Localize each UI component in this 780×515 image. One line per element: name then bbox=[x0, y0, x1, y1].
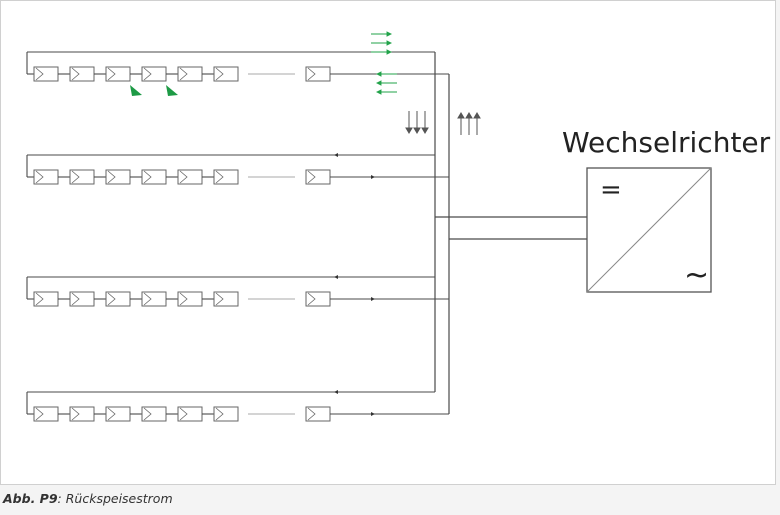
current-arrow-right bbox=[371, 297, 375, 301]
module-diode-mark bbox=[71, 67, 80, 81]
pv-module bbox=[213, 169, 239, 185]
module-diode-mark bbox=[143, 292, 152, 306]
ac-symbol: ~ bbox=[684, 258, 709, 293]
inverter-diagonal bbox=[586, 167, 712, 293]
module-diode-mark bbox=[179, 67, 188, 81]
pv-diagram: Wechselrichter = ~ bbox=[26, 31, 771, 422]
pv-module bbox=[213, 291, 239, 307]
dc-symbol: = bbox=[600, 175, 622, 205]
module-diode-mark bbox=[35, 170, 44, 184]
module-diode-mark bbox=[71, 407, 80, 421]
up-arrows bbox=[457, 112, 481, 135]
module-diode-mark bbox=[215, 67, 224, 81]
current-arrow-left bbox=[334, 275, 338, 279]
current-arrow-left bbox=[334, 153, 338, 157]
figure-frame: Wechselrichter = ~ bbox=[0, 0, 776, 485]
module-diode-mark bbox=[143, 67, 152, 81]
module-diode-mark bbox=[107, 170, 116, 184]
module-diode-mark bbox=[35, 407, 44, 421]
module-diode-mark bbox=[35, 67, 44, 81]
pv-module bbox=[213, 66, 239, 82]
module-diode-mark bbox=[215, 407, 224, 421]
caption-separator: : bbox=[57, 491, 66, 506]
module-diode-mark bbox=[307, 407, 316, 421]
current-arrow-right bbox=[371, 175, 375, 179]
pv-module bbox=[213, 406, 239, 422]
module-diode-mark bbox=[179, 170, 188, 184]
module-diode-mark bbox=[179, 407, 188, 421]
module-diode-mark bbox=[71, 292, 80, 306]
bypass-diode-indicators bbox=[130, 85, 178, 96]
module-diode-mark bbox=[307, 170, 316, 184]
module-diode-mark bbox=[71, 170, 80, 184]
module-diode-mark bbox=[307, 292, 316, 306]
module-diode-mark bbox=[107, 407, 116, 421]
down-arrows bbox=[405, 111, 429, 134]
current-arrow-right bbox=[371, 412, 375, 416]
inverter: Wechselrichter = ~ bbox=[562, 126, 771, 293]
caption-text: Rückspeisestrom bbox=[65, 491, 173, 506]
module-diode-mark bbox=[215, 292, 224, 306]
module-diode-mark bbox=[107, 292, 116, 306]
module-diode-mark bbox=[179, 292, 188, 306]
inverter-title: Wechselrichter bbox=[562, 126, 771, 159]
strings-layer bbox=[26, 51, 449, 422]
current-arrow-left bbox=[334, 390, 338, 394]
reverse-current-arrows bbox=[371, 31, 397, 95]
module-diode-mark bbox=[107, 67, 116, 81]
module-diode-mark bbox=[35, 292, 44, 306]
caption-label: Abb. P9 bbox=[3, 491, 58, 506]
module-diode-mark bbox=[143, 170, 152, 184]
module-diode-mark bbox=[143, 407, 152, 421]
module-diode-mark bbox=[215, 170, 224, 184]
module-diode-mark bbox=[307, 67, 316, 81]
figure-caption: Abb. P9: Rückspeisestrom bbox=[3, 491, 173, 506]
